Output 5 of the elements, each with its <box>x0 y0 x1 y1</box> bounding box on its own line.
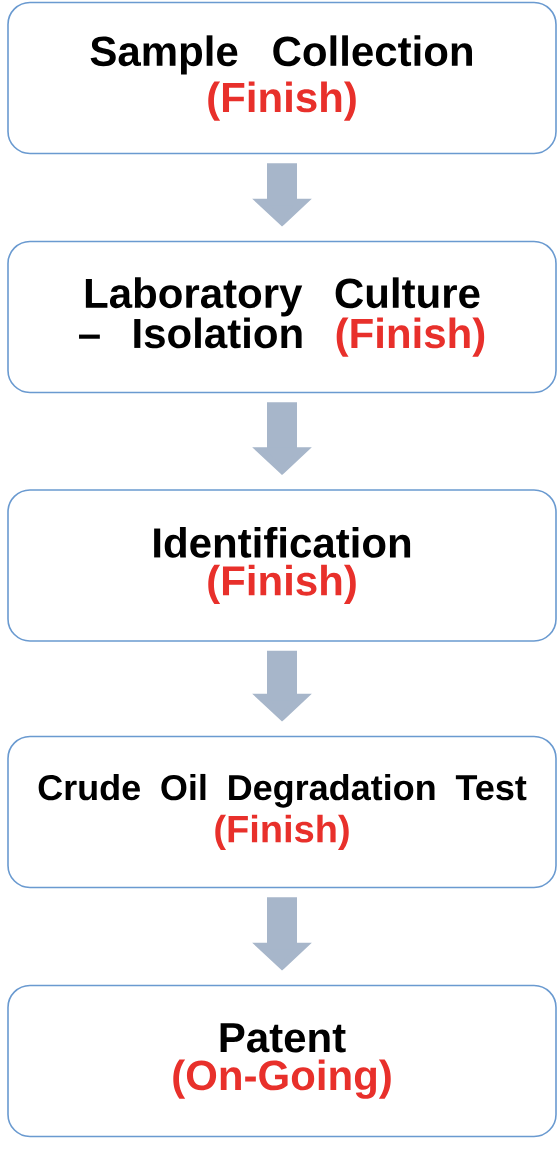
process-box: Sample Collection (Finish) <box>7 1 557 155</box>
process-box: Crude Oil Degradation Test (Finish) <box>7 735 557 889</box>
process-box: Patent (On-Going) <box>7 984 557 1138</box>
process-box: Identification (Finish) <box>7 489 557 642</box>
process-box: Laboratory Culture – Isolation (Finish) <box>7 240 557 394</box>
